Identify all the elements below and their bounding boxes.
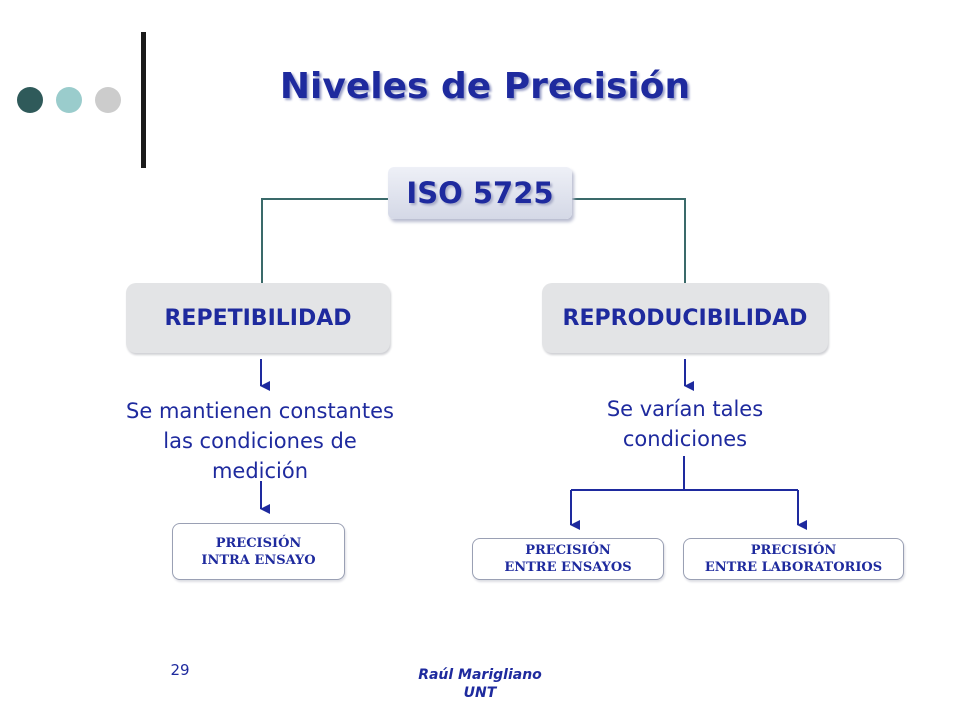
leaf-line: PRECISIÓN bbox=[215, 535, 302, 551]
node-reproducibilidad: REPRODUCIBILIDAD bbox=[542, 283, 828, 353]
leaf-precision-intra-ensayo: PRECISIÓN INTRA ENSAYO bbox=[172, 523, 345, 580]
description-repetibilidad: Se mantienen constantes las condiciones … bbox=[90, 396, 430, 486]
decorative-dot-dark bbox=[17, 87, 43, 113]
decorative-vertical-bar bbox=[141, 32, 146, 168]
decorative-dot-gray bbox=[95, 87, 121, 113]
leaf-line: PRECISIÓN bbox=[750, 543, 837, 558]
leaf-line: INTRA ENSAYO bbox=[201, 552, 316, 568]
root-node-iso-5725: ISO 5725 bbox=[388, 167, 572, 219]
description-reproducibilidad: Se varían tales condiciones bbox=[535, 394, 835, 454]
author-org: UNT bbox=[463, 685, 497, 701]
slide-title: Niveles de Precisión bbox=[279, 66, 691, 107]
description-line: Se varían tales bbox=[606, 397, 764, 421]
leaf-line: ENTRE LABORATORIOS bbox=[704, 560, 883, 575]
connector-root-right bbox=[572, 198, 686, 283]
leaf-line: PRECISIÓN bbox=[525, 543, 611, 558]
description-line: las condiciones de bbox=[163, 429, 357, 453]
description-line: condiciones bbox=[622, 427, 748, 451]
decorative-dot-teal bbox=[56, 87, 82, 113]
description-line: Se mantienen constantes bbox=[126, 399, 394, 423]
description-line: medición bbox=[211, 459, 309, 483]
leaf-line: ENTRE ENSAYOS bbox=[504, 560, 632, 575]
leaf-precision-entre-laboratorios: PRECISIÓN ENTRE LABORATORIOS bbox=[683, 538, 904, 580]
page-number: 29 bbox=[170, 661, 190, 679]
connector-root-left bbox=[261, 198, 388, 283]
leaf-precision-entre-ensayos: PRECISIÓN ENTRE ENSAYOS bbox=[472, 538, 664, 580]
author-credit: Raúl Marigliano UNT bbox=[380, 666, 580, 702]
author-name: Raúl Marigliano bbox=[418, 667, 542, 683]
node-repetibilidad: REPETIBILIDAD bbox=[126, 283, 390, 353]
